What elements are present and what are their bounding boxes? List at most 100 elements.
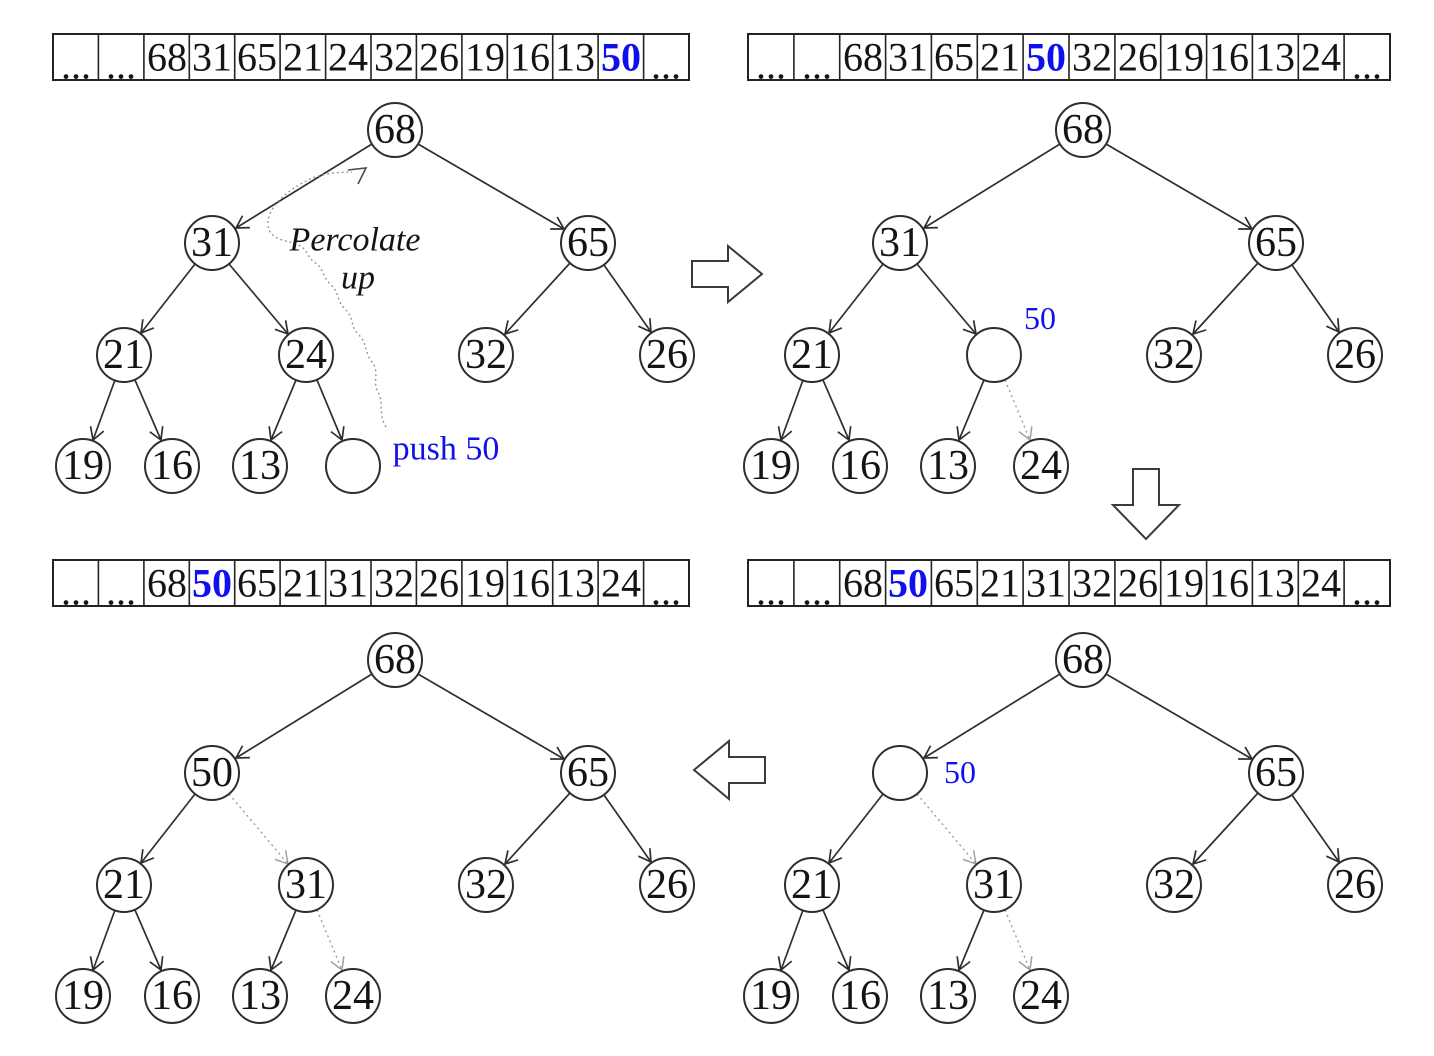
array-cell: ... (61, 43, 91, 88)
node-value: 16 (151, 443, 193, 489)
array-cell: ... (756, 43, 786, 88)
array-cell: 19 (1164, 561, 1204, 606)
array-cell: 24 (601, 561, 641, 606)
node-value: 32 (465, 862, 507, 908)
array-cell: 13 (1255, 561, 1295, 606)
hole-value-label: 50 (944, 754, 976, 790)
edge-left-leftchild (139, 793, 196, 865)
node-leaf-13 (920, 438, 976, 494)
percolate-label-line1: Percolate (289, 222, 421, 259)
array-cell: 31 (1026, 561, 1066, 606)
node-value: 21 (103, 332, 145, 378)
node-leaf-16 (832, 968, 888, 1024)
array-cell: ... (106, 43, 136, 88)
percolate-up-path-group (267, 167, 387, 428)
array-row: ... ... 68 50 65 21 31 32 26 19 16 13 24… (52, 559, 690, 614)
tree: 68 65 21 31 32 26 19 16 13 24 50 (743, 632, 1383, 1024)
array-cell-dividers (793, 560, 1345, 606)
array-cell-highlighted: 50 (888, 561, 928, 606)
node-value: 21 (791, 332, 833, 378)
node-leaf-24 (325, 968, 381, 1024)
array-cell: 19 (465, 35, 505, 80)
array-cell: 26 (419, 35, 459, 80)
array-cell: 24 (1301, 35, 1341, 80)
edge-lr-lrl (268, 909, 297, 972)
edge-ll-lll (777, 909, 804, 972)
edge-root-left (922, 673, 1061, 759)
array-cell: 32 (1072, 561, 1112, 606)
array-cell: 19 (465, 561, 505, 606)
array-cell-highlighted: 50 (1026, 35, 1066, 80)
node-value: 32 (465, 332, 507, 378)
array-cell: 68 (843, 35, 883, 80)
edge-right-leftchild (503, 262, 571, 336)
node-value: 31 (879, 220, 921, 266)
node-root (367, 102, 423, 158)
panel-top-left: ... ... 68 31 65 21 24 32 26 19 16 13 50… (52, 33, 695, 494)
node-value: 13 (927, 973, 969, 1019)
edge-right-rightchild (603, 264, 652, 334)
array-cell: ... (802, 569, 832, 614)
node-value: 21 (103, 862, 145, 908)
tree-edges (777, 673, 1340, 972)
percolate-arrowhead-icon (347, 167, 368, 185)
node-value: 65 (567, 220, 609, 266)
edge-ll-llr (134, 379, 164, 442)
array-cell: ... (756, 569, 786, 614)
array-cell: 32 (1072, 35, 1112, 80)
node-inserted-50 (184, 745, 240, 801)
array-cell: 16 (1209, 35, 1249, 80)
array-cell: 13 (555, 35, 595, 80)
node-right (1248, 215, 1304, 271)
node-right-left (458, 857, 514, 913)
array-cell: ... (802, 43, 832, 88)
array-cell: 31 (328, 561, 368, 606)
array-cell-dividers (97, 560, 645, 606)
edge-lr-lrl (268, 379, 297, 442)
node-value: 16 (839, 443, 881, 489)
tree-edges (89, 143, 652, 442)
node-right-left (1146, 327, 1202, 383)
array-cell: 13 (555, 561, 595, 606)
node-value: 65 (1255, 750, 1297, 796)
array-cell: ... (106, 569, 136, 614)
array-cell: 68 (843, 561, 883, 606)
node-right-left (458, 327, 514, 383)
tree-nodes: 68 31 65 21 24 32 26 19 16 13 (55, 102, 695, 494)
node-value: 13 (927, 443, 969, 489)
node-left-right (278, 857, 334, 913)
node-value: 31 (191, 220, 233, 266)
node-left-left (96, 327, 152, 383)
edge-root-left (234, 673, 373, 759)
array-cell: 68 (147, 35, 187, 80)
node-leaf-19 (743, 968, 799, 1024)
node-leaf-16 (832, 438, 888, 494)
node-value: 19 (750, 973, 792, 1019)
edge-hole-to-31-dotted (916, 793, 977, 866)
node-value: 24 (332, 973, 374, 1019)
hole-value-label: 50 (1024, 300, 1056, 336)
node-leaf-13 (232, 438, 288, 494)
node-root (1055, 632, 1111, 688)
node-value: 13 (239, 443, 281, 489)
array-cell: ... (61, 569, 91, 614)
node-right-left (1146, 857, 1202, 913)
array-cell: ... (1352, 43, 1382, 88)
node-left-left (784, 857, 840, 913)
node-leaf-19 (55, 968, 111, 1024)
array-row: ... ... 68 31 65 21 24 32 26 19 16 13 50… (52, 33, 690, 88)
node-right (560, 745, 616, 801)
node-value: 24 (285, 332, 327, 378)
node-leaf-16 (144, 968, 200, 1024)
node-value: 19 (62, 973, 104, 1019)
node-value: 16 (151, 973, 193, 1019)
node-value: 13 (239, 973, 281, 1019)
node-hole (325, 438, 381, 494)
node-value-highlighted: 50 (191, 750, 233, 796)
edge-left-rightchild (228, 263, 290, 336)
tree: 68 31 65 21 32 26 19 16 13 24 50 (743, 102, 1383, 494)
edge-right-rightchild (1291, 264, 1340, 334)
node-value: 68 (374, 107, 416, 153)
